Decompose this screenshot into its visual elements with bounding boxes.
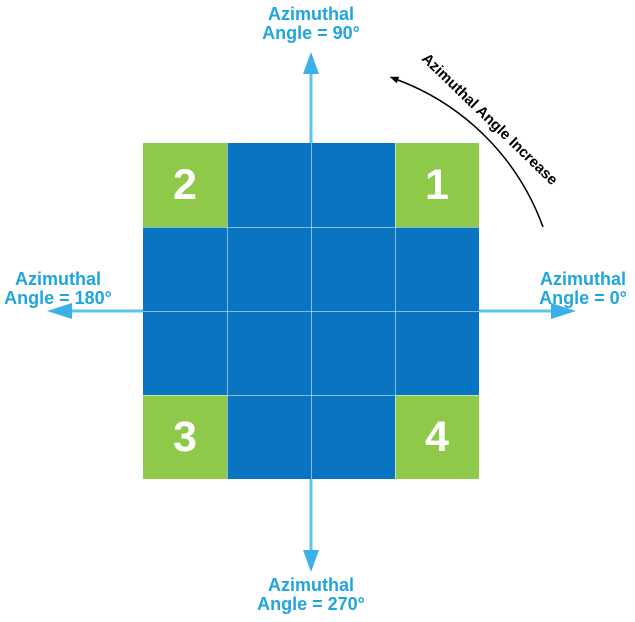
quadrant-number-2: 2	[173, 160, 197, 209]
grid-cell	[311, 227, 395, 311]
label-line: Angle = 180°	[4, 288, 112, 308]
grid-cell	[227, 227, 311, 311]
quadrant-number-1: 1	[425, 160, 449, 209]
label-azimuthal-0: Azimuthal Angle = 0°	[528, 270, 635, 308]
quadrant-grid: 2 1 3 4	[143, 143, 479, 479]
grid-cell	[227, 311, 311, 395]
grid-cell	[143, 311, 227, 395]
quadrant-number-3: 3	[173, 412, 197, 461]
gridline	[143, 311, 479, 312]
grid-cell	[227, 143, 311, 227]
grid-cell	[227, 395, 311, 479]
down-arrow-icon	[303, 479, 319, 572]
grid-cell	[311, 311, 395, 395]
label-line: Azimuthal	[539, 269, 626, 289]
gridline	[143, 227, 479, 228]
label-line: Angle = 90°	[262, 23, 360, 43]
label-line: Azimuthal	[267, 575, 354, 595]
label-line: Angle = 0°	[539, 288, 627, 308]
up-arrow-icon	[303, 52, 319, 143]
label-line: Azimuthal	[14, 269, 101, 289]
label-azimuthal-270: Azimuthal Angle = 270°	[221, 576, 401, 614]
grid-cell	[395, 227, 479, 311]
quadrant-cell-3: 3	[143, 395, 227, 479]
label-azimuthal-90: Azimuthal Angle = 90°	[221, 5, 401, 43]
quadrant-cell-2: 2	[143, 143, 227, 227]
grid-cell	[311, 395, 395, 479]
quadrant-cell-4: 4	[395, 395, 479, 479]
grid-cell	[395, 311, 479, 395]
quadrant-number-4: 4	[425, 412, 449, 461]
label-azimuthal-180: Azimuthal Angle = 180°	[0, 270, 116, 308]
label-line: Angle = 270°	[257, 594, 365, 614]
grid-cell	[311, 143, 395, 227]
gridline	[143, 395, 479, 396]
label-line: Azimuthal	[267, 4, 354, 24]
grid-cell	[143, 227, 227, 311]
quadrant-cell-1: 1	[395, 143, 479, 227]
